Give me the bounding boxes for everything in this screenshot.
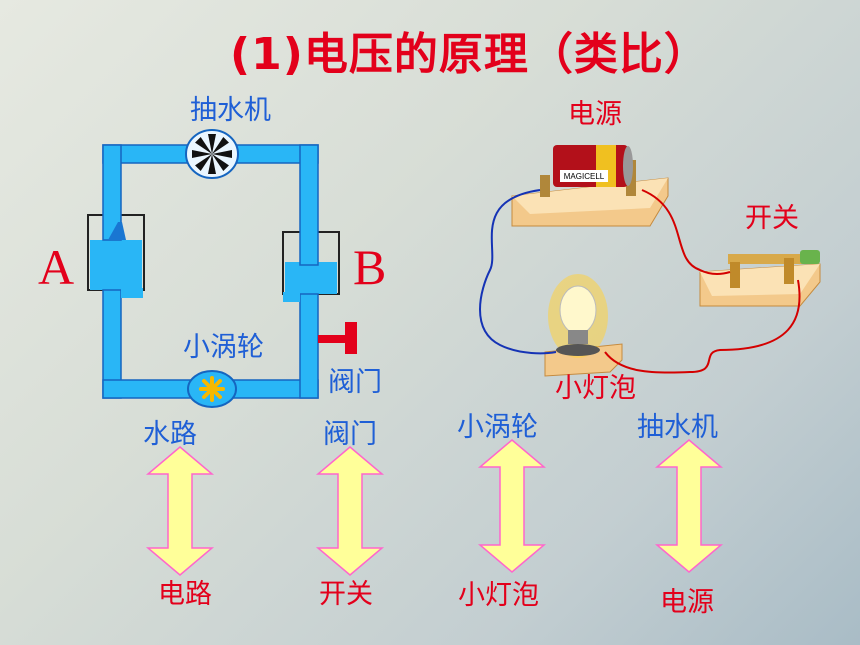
valve-icon	[318, 322, 357, 354]
switch-label: 开关	[745, 203, 799, 234]
analogy-bottom-bulb: 小灯泡	[458, 580, 539, 611]
valve-label: 阀门	[328, 367, 382, 398]
point-a-label: A	[38, 239, 75, 295]
pump-label: 抽水机	[190, 95, 271, 126]
double-arrow-1	[145, 446, 215, 576]
analogy-top-pump: 抽水机	[637, 412, 718, 443]
analogy-bottom-switch: 开关	[319, 579, 373, 610]
bulb-icon	[548, 274, 608, 358]
wire-red-2	[604, 279, 801, 374]
turbine-icon	[187, 370, 237, 408]
double-arrow-3	[477, 439, 547, 573]
switch-icon	[728, 250, 820, 288]
analogy-bottom-source: 电源	[660, 587, 714, 618]
analogy-top-water-path: 水路	[143, 419, 197, 450]
wire-red-1	[641, 189, 731, 276]
pump-icon	[185, 129, 239, 179]
bulb-label: 小灯泡	[555, 373, 636, 404]
battery-brand: MAGICELL	[564, 172, 605, 181]
double-arrow-2	[315, 446, 385, 576]
tank-a	[87, 214, 145, 291]
page-title: (1)电压的原理（类比）	[230, 29, 709, 80]
analogy-top-valve: 阀门	[323, 419, 377, 450]
turbine-label: 小涡轮	[183, 332, 264, 363]
analogy-bottom-circuit: 电路	[158, 579, 212, 610]
water-pipe	[102, 144, 319, 399]
source-label: 电源	[568, 99, 622, 130]
analogy-top-turbine: 小涡轮	[457, 412, 538, 443]
battery-icon: MAGICELL	[553, 145, 633, 187]
nozzle	[108, 222, 126, 240]
point-b-label: B	[353, 239, 387, 295]
double-arrow-4	[654, 439, 724, 573]
wire-blue	[479, 189, 557, 355]
